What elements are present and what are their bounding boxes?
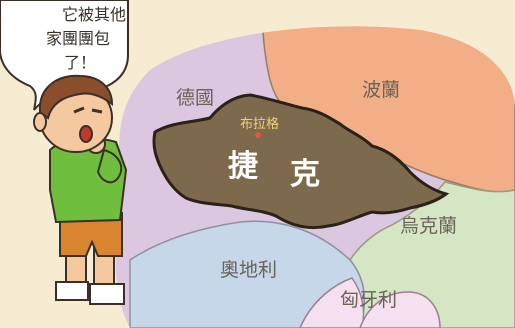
label-capital: 布拉格 [240, 116, 279, 132]
region-austria [129, 220, 366, 328]
region-czech [152, 93, 450, 230]
label-czech-left: 捷 [228, 149, 258, 184]
cartoon-boy [33, 74, 128, 305]
label-austria: 奧地利 [220, 259, 277, 281]
label-hungary: 匈牙利 [340, 289, 397, 311]
bubble-line-2: 家團團包 [46, 29, 110, 48]
label-poland: 波蘭 [362, 79, 400, 101]
bubble-line-3: 了！ [64, 53, 96, 72]
label-germany: 德國 [176, 87, 214, 109]
bubble-line-1: 它被其他 [62, 5, 126, 24]
capital-dot [255, 132, 261, 138]
region-hungary-east [358, 291, 441, 328]
region-hungary [298, 277, 365, 328]
label-ukraine: 烏克蘭 [400, 215, 457, 237]
label-czech-right: 克 [290, 157, 320, 192]
